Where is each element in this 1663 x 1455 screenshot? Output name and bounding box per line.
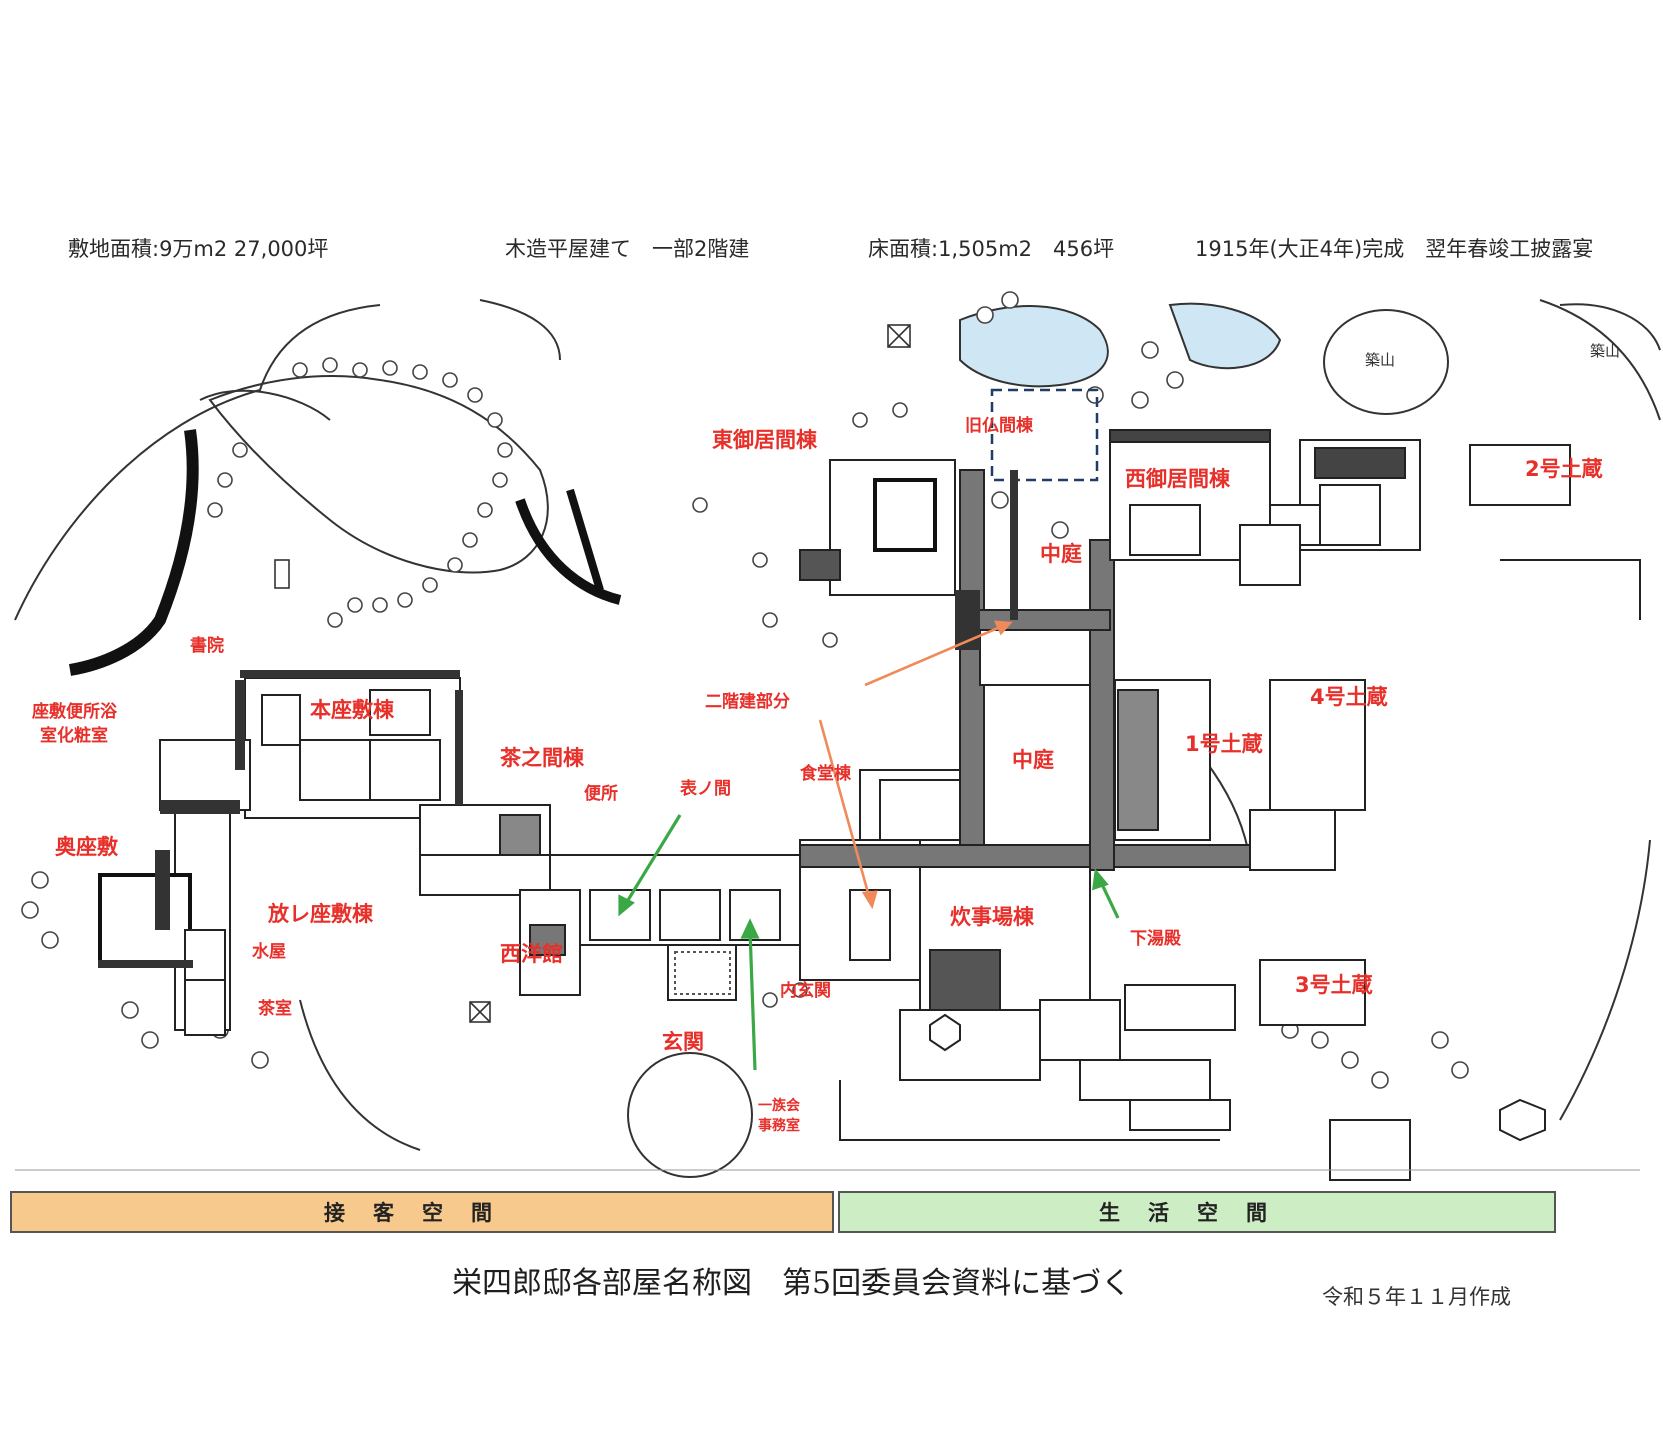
garden-outline	[479, 299, 561, 361]
garden-outline	[299, 999, 421, 1151]
garden-outline	[1559, 839, 1651, 1121]
kyu-butsuma-dashed	[990, 388, 1099, 482]
label-genkan: 玄関	[662, 1030, 704, 1054]
label-dozou-1: 1号土蔵	[1185, 732, 1263, 756]
label-nikai: 二階建部分	[705, 692, 790, 712]
zone-reception-band: 接客空間	[10, 1191, 834, 1233]
label-jimushitsu-1: 一族会	[758, 1098, 800, 1114]
tsukiyama-mound	[1559, 303, 1661, 351]
label-hanare: 放レ座敷棟	[268, 902, 373, 926]
garden-outline	[199, 389, 331, 421]
garden-outline	[1539, 299, 1661, 421]
corridor-spine	[799, 844, 1276, 868]
label-shokudou: 食堂棟	[800, 764, 851, 784]
completion-text: 1915年(大正4年)完成 翌年春竣工披露宴	[1195, 237, 1594, 261]
label-suijiba: 炊事場棟	[950, 905, 1034, 929]
label-dozou-2: 2号土蔵	[1525, 457, 1603, 481]
label-dozou-3: 3号土蔵	[1295, 973, 1373, 997]
label-tsukiyama-2: 築山	[1590, 342, 1621, 360]
okuzashiki-block	[98, 873, 192, 967]
label-shimoyudono: 下湯殿	[1130, 929, 1181, 949]
label-omotenoma: 表ノ間	[680, 779, 731, 799]
label-shoin: 書院	[190, 636, 224, 656]
round-garden	[627, 1052, 753, 1178]
label-uchigenkan: 内玄関	[780, 981, 831, 1001]
label-nakaniwa-center: 中庭	[1012, 748, 1054, 772]
site-area-text: 敷地面積:9万m2 27,000坪	[68, 237, 329, 261]
label-tsukiyama-1: 築山	[1365, 351, 1396, 369]
label-kyu-butsuma: 旧仏間棟	[965, 416, 1033, 436]
label-nakaniwa-north: 中庭	[1040, 542, 1082, 566]
pond-edge	[959, 305, 1109, 388]
floor-area-text: 床面積:1,505m2 456坪	[868, 237, 1115, 261]
dozou-3-block	[1259, 959, 1366, 1026]
figure-caption: 栄四郎邸各部屋名称図 第5回委員会資料に基づく	[452, 1266, 1132, 1301]
pond-edge	[1168, 302, 1282, 370]
label-zashiki-benjo: 座敷便所浴	[32, 702, 117, 722]
zone-living-band: 生活空間	[838, 1191, 1556, 1233]
label-honzashiki: 本座敷棟	[310, 698, 394, 722]
label-mizuya: 水屋	[252, 942, 286, 962]
label-higashi-oima: 東御居間棟	[712, 428, 817, 452]
label-chashitsu: 茶室	[258, 999, 292, 1019]
dozou-2-block	[1469, 444, 1571, 506]
label-benjo: 便所	[584, 784, 618, 804]
creation-date: 令和５年１１月作成	[1322, 1285, 1511, 1309]
label-jimushitsu-2: 事務室	[758, 1118, 800, 1134]
label-keshoushitsu: 室化粧室	[40, 726, 108, 746]
garden-outline	[14, 304, 381, 621]
label-dozou-4: 4号土蔵	[1310, 685, 1388, 709]
label-seiyoukan: 西洋館	[500, 942, 563, 966]
label-okuzashiki: 奥座敷	[55, 835, 118, 859]
pond-edge	[208, 375, 549, 574]
tsukiyama-mound	[1323, 309, 1449, 415]
label-nishi-oima: 西御居間棟	[1125, 467, 1230, 491]
label-chanoma: 茶之間棟	[500, 746, 584, 770]
construction-text: 木造平屋建て 一部2階建	[505, 237, 750, 261]
